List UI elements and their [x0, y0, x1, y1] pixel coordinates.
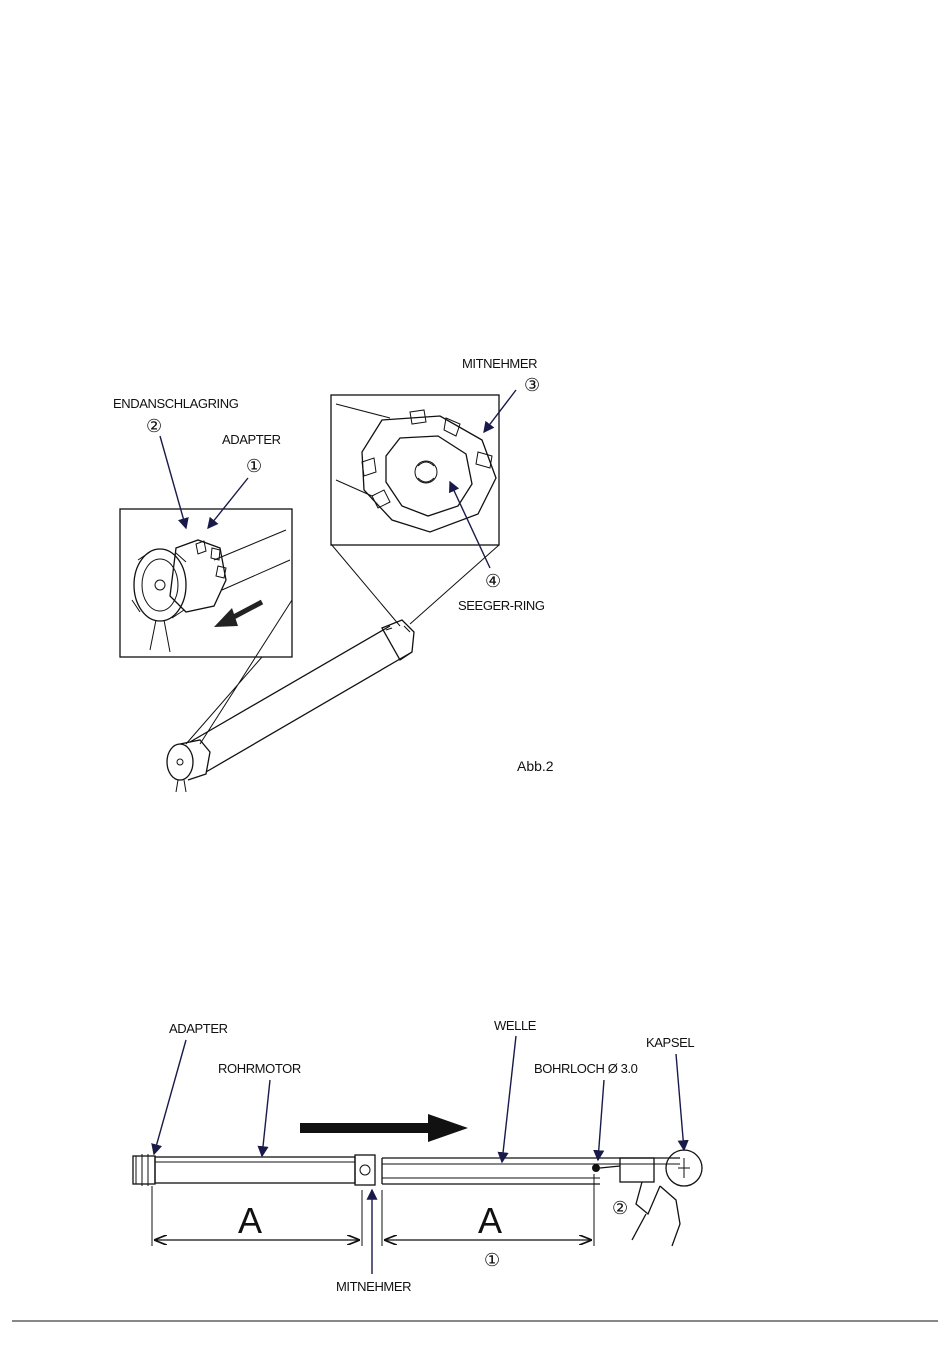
detail-box-adapter: [120, 509, 292, 657]
marker-2: ②: [146, 416, 162, 437]
detail-connector-lines: [186, 544, 499, 744]
leader-kapsel: [676, 1054, 684, 1150]
leader-rohrmotor: [262, 1080, 270, 1156]
label-welle: WELLE: [494, 1018, 537, 1033]
leader-endanschlagring: [160, 436, 186, 528]
dimension-a-right: A: [478, 1200, 502, 1241]
leader-mitnehmer: [484, 390, 516, 432]
rohrmotor-drawing: [133, 1154, 375, 1186]
marker-4: ④: [485, 571, 501, 592]
leader-bohrloch: [598, 1080, 604, 1160]
leader-seeger-ring: [450, 482, 490, 568]
label-adapter: ADAPTER: [222, 432, 281, 447]
dimension-a-left: A: [238, 1200, 262, 1241]
mitnehmer-detail-drawing: [336, 404, 496, 532]
label-mitnehmer: MITNEHMER: [462, 356, 537, 371]
label-adapter-2: ADAPTER: [169, 1021, 228, 1036]
marker-2-fig2: ②: [612, 1198, 628, 1219]
tube-motor-drawing: [167, 620, 414, 792]
adapter-detail-drawing: [132, 530, 290, 652]
label-mitnehmer-2: MITNEHMER: [336, 1279, 411, 1294]
leader-welle: [502, 1036, 516, 1162]
figure-2-assembly-measurement: A A ADAPTER ROHRMOTOR WELLE BOHRLOCH Ø 3…: [133, 1018, 702, 1294]
figure-caption: Abb.2: [517, 758, 554, 774]
marker-1-fig2: ①: [484, 1250, 500, 1271]
label-endanschlagring: ENDANSCHLAGRING: [113, 396, 239, 411]
welle-drawing: [382, 1158, 680, 1184]
drill-hole: [592, 1164, 600, 1172]
label-seeger-ring: SEEGER-RING: [458, 598, 545, 613]
marker-3: ③: [524, 375, 540, 396]
label-rohrmotor: ROHRMOTOR: [218, 1061, 301, 1076]
marker-1: ①: [246, 456, 262, 477]
label-kapsel: KAPSEL: [646, 1035, 694, 1050]
leader-adapter-2: [154, 1040, 186, 1154]
leader-adapter: [208, 478, 248, 528]
figure-1-motor-assembly: ENDANSCHLAGRING ② ADAPTER ① MITNEHMER ③ …: [113, 356, 554, 792]
label-bohrloch: BOHRLOCH Ø 3.0: [534, 1061, 638, 1076]
